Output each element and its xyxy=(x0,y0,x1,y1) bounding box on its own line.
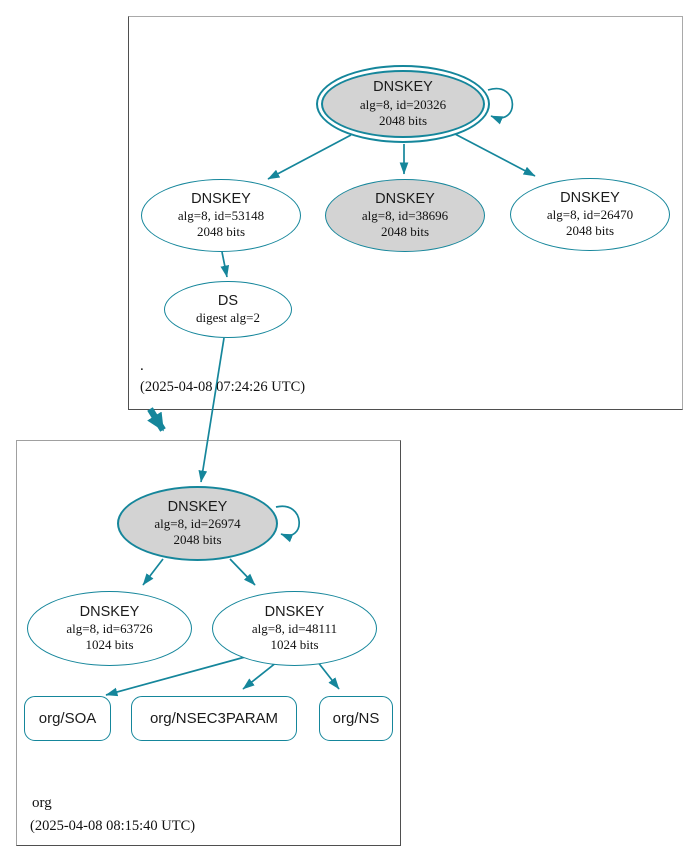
node-bits: 1024 bits xyxy=(270,637,319,653)
rrset-node-org-ns[interactable]: org/NS xyxy=(319,696,393,741)
node-bits: 2048 bits xyxy=(380,224,430,240)
dnskey-node-26974[interactable]: DNSKEY alg=8, id=26974 2048 bits xyxy=(117,486,278,561)
edge-48111-to-soa xyxy=(105,656,246,697)
node-alg-id: alg=8, id=63726 xyxy=(66,621,153,637)
org-zone-box xyxy=(16,440,401,846)
node-title: DNSKEY xyxy=(79,603,140,620)
edge-53148-to-ds xyxy=(220,251,230,278)
dnskey-node-26470[interactable]: DNSKEY alg=8, id=26470 2048 bits xyxy=(510,178,670,251)
root-zone-box xyxy=(128,16,683,410)
edge-root-ksk-to-53148 xyxy=(267,134,352,180)
dnskey-node-38696[interactable]: DNSKEY alg=8, id=38696 2048 bits xyxy=(325,179,485,252)
org-zone-label: org xyxy=(32,795,52,811)
edge-org-ksk-selfloop xyxy=(275,505,300,543)
node-title: DNSKEY xyxy=(375,190,435,207)
node-bits: 2048 bits xyxy=(378,112,428,128)
root-zone-timestamp: (2025-04-08 07:24:26 UTC) xyxy=(140,379,306,395)
ds-node[interactable]: DS digest alg=2 xyxy=(164,281,292,338)
root-zone-label: . xyxy=(140,358,144,374)
node-bits: 2048 bits xyxy=(565,223,615,239)
rrset-label: org/SOA xyxy=(38,710,97,727)
node-alg-id: alg=8, id=38696 xyxy=(361,208,449,224)
dnskey-node-20326-inner: DNSKEY alg=8, id=20326 2048 bits xyxy=(321,70,485,138)
node-title: DS xyxy=(217,292,239,309)
edge-48111-to-ns xyxy=(316,660,340,690)
node-alg-id: alg=8, id=53148 xyxy=(177,208,265,224)
edge-48111-to-nsec3param xyxy=(242,661,278,690)
node-title: DNSKEY xyxy=(167,498,228,515)
dnskey-node-48111[interactable]: DNSKEY alg=8, id=48111 1024 bits xyxy=(212,591,377,666)
edge-org-ksk-to-63726 xyxy=(142,558,164,586)
node-title: DNSKEY xyxy=(373,79,433,96)
edge-root-ksk-to-26470 xyxy=(454,133,536,177)
rrset-node-org-nsec3param[interactable]: org/NSEC3PARAM xyxy=(131,696,297,741)
node-title: DNSKEY xyxy=(560,189,620,206)
rrset-label: org/NS xyxy=(332,710,380,727)
node-bits: 2048 bits xyxy=(173,532,222,548)
node-alg-id: alg=8, id=48111 xyxy=(251,621,338,637)
node-bits: 1024 bits xyxy=(85,637,134,653)
rrset-node-org-soa[interactable]: org/SOA xyxy=(24,696,111,741)
rrset-label: org/NSEC3PARAM xyxy=(149,710,279,727)
dnskey-node-63726[interactable]: DNSKEY alg=8, id=63726 1024 bits xyxy=(27,591,192,666)
node-alg-id: alg=8, id=26974 xyxy=(154,516,241,532)
node-digest-alg: digest alg=2 xyxy=(195,310,261,326)
edge-ds-to-org-ksk xyxy=(198,337,225,483)
edge-org-ksk-to-48111 xyxy=(229,558,256,586)
org-zone-timestamp: (2025-04-08 08:15:40 UTC) xyxy=(30,818,196,834)
node-bits: 2048 bits xyxy=(196,224,246,240)
dnskey-node-20326[interactable]: DNSKEY alg=8, id=20326 2048 bits xyxy=(316,65,490,143)
delegation-arrow xyxy=(147,407,166,432)
dnskey-node-53148[interactable]: DNSKEY alg=8, id=53148 2048 bits xyxy=(141,179,301,252)
node-alg-id: alg=8, id=20326 xyxy=(359,96,447,112)
node-title: DNSKEY xyxy=(191,190,251,207)
node-alg-id: alg=8, id=26470 xyxy=(546,207,634,223)
node-title: DNSKEY xyxy=(264,603,325,620)
edge-root-ksk-selfloop xyxy=(487,87,514,125)
